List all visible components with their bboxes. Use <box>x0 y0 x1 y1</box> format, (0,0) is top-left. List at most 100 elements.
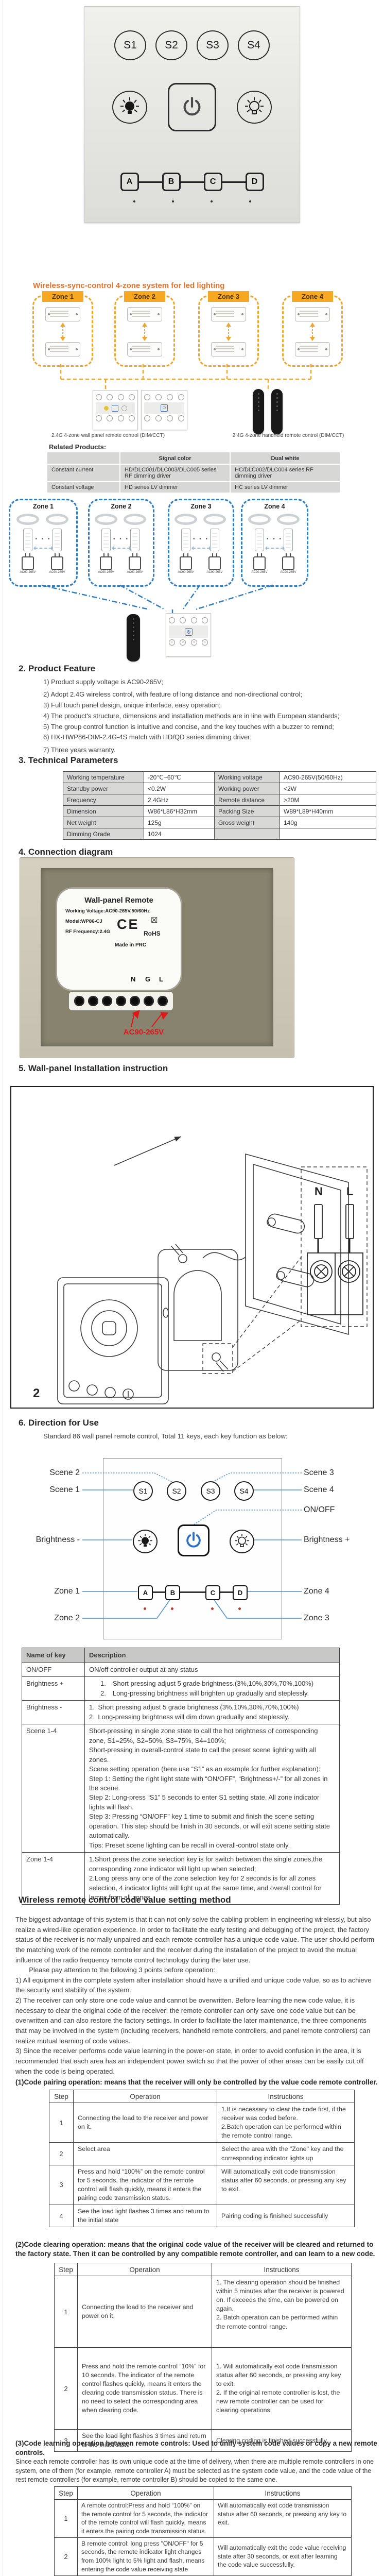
power-key-icon <box>184 628 193 636</box>
ce-mark: CE <box>117 917 139 932</box>
scene-button-s1-label: S1 <box>124 39 137 51</box>
driver-icon <box>210 529 219 551</box>
plug-icon <box>208 553 221 570</box>
diagram2-zone1: Zone 1 AC90-265V AC90-265V • • • <box>9 499 78 587</box>
downlight-icon <box>277 514 300 525</box>
downlight-icon <box>46 514 68 525</box>
op2-heading: (2)Code clearing operation: means that t… <box>15 2241 375 2258</box>
sync-arrow-icon <box>310 323 315 341</box>
rp-cell: HC series LV dimmer <box>231 482 340 493</box>
detail-terminal-n: N <box>315 1185 323 1198</box>
downlight-icon <box>248 514 271 525</box>
receiver-icon <box>45 342 80 357</box>
rp-cell: Constant current <box>47 465 119 481</box>
feature-item: 6) HX-HWP86-DIM-2.4G-4S match with HD/QD… <box>43 733 252 741</box>
diagram1-zone2: Zone 2 <box>114 291 175 367</box>
zone-button-a: A <box>120 173 139 191</box>
terminal-l-label: L <box>159 975 163 983</box>
keymap-s4: S4 <box>234 1481 254 1501</box>
keymap-zone-b: B <box>165 1585 180 1600</box>
sync-arrow-icon <box>60 323 65 341</box>
diagram2-connector-lines <box>41 584 273 615</box>
scene-button-s3: S3 <box>197 30 229 60</box>
power-key-icon: ⏻ <box>161 404 168 412</box>
keymap-zone-c: C <box>205 1585 220 1600</box>
driver-icon <box>53 529 62 551</box>
remote-back-module: Wall-panel Remote Working Voltage:AC90-2… <box>57 889 181 990</box>
figure-number: 2 <box>33 1386 40 1400</box>
diagram2-zone2: Zone 2 AC90-265V AC90-265V • • • <box>88 499 154 587</box>
zone-a-label: A <box>126 177 133 186</box>
sync-arrow-icon <box>142 323 147 341</box>
code-method-paragraph: The biggest advantage of this system is … <box>15 1916 375 2075</box>
plug-icon <box>22 553 34 570</box>
feature-item: 2) Adopt 2.4G wireless control, with fea… <box>43 690 302 698</box>
keymap-power-button <box>178 1524 210 1556</box>
downlight-icon <box>95 514 117 525</box>
direction-title: 6. Direction for Use <box>19 1418 99 1428</box>
wall-panel-caption: 2.4G 4-zone wall panel remote control (D… <box>51 433 165 438</box>
handheld-remote-image <box>127 614 140 662</box>
scene-button-s4-label: S4 <box>247 39 260 51</box>
brightness-down-icon <box>112 91 147 124</box>
label-scene4: Scene 4 <box>304 1485 334 1494</box>
tech-title: 3. Technical Parameters <box>19 755 118 765</box>
zone-button-b: B <box>162 173 181 191</box>
keymap-s1: S1 <box>133 1481 153 1501</box>
plug-icon <box>180 553 192 570</box>
detail-terminal-l: L <box>346 1185 353 1198</box>
zone-c-label: C <box>210 177 216 186</box>
scene-button-row: S1 S2 S3 S4 <box>84 30 300 60</box>
brightness-up-icon <box>237 91 272 124</box>
downlight-icon <box>16 514 39 525</box>
keymap-brightness-down-icon <box>133 1530 158 1553</box>
rp-cell: HD/DLC001/DLC003/DLC005 series RF dimmin… <box>120 465 230 481</box>
zone-indicator-dot <box>171 1607 173 1610</box>
op3-heading: (3)Code learning operation between remot… <box>15 2439 377 2457</box>
installation-diagram: N L 2 <box>10 1086 374 1409</box>
label-brightness-minus: Brightness - <box>36 1535 80 1544</box>
terminal-n-label: N <box>131 975 136 983</box>
keymap-zone-line <box>145 1591 239 1593</box>
zone-indicator-dot <box>144 1607 146 1610</box>
label-scene3: Scene 3 <box>304 1468 334 1477</box>
scene-button-s1: S1 <box>114 30 146 60</box>
diagram1-title: Wireless-sync-control 4-zone system for … <box>33 281 225 290</box>
zone-button-d: D <box>245 173 264 191</box>
yellow-indicator-icon <box>103 405 109 411</box>
connection-title: 4. Connection diagram <box>19 847 113 857</box>
feature-title: 2. Product Feature <box>19 664 96 673</box>
downlight-icon <box>124 514 146 525</box>
driver-icon <box>284 529 293 551</box>
related-products-title: Related Products: <box>49 443 107 451</box>
scene-button-s3-label: S3 <box>206 39 219 51</box>
keymap-brightness-up-icon <box>230 1530 254 1553</box>
zone-line <box>222 181 246 183</box>
downlight-icon <box>174 514 197 525</box>
device-title: Wall-panel Remote <box>84 896 153 905</box>
wall-panel-image-1 <box>93 390 138 430</box>
scene-button-s2-label: S2 <box>165 39 178 51</box>
zone4-label: Zone 4 <box>292 291 333 302</box>
handheld-remote-caption: 2.4G 4-zone handheld remote control (DIM… <box>232 433 344 438</box>
rp-header-empty <box>47 452 119 464</box>
label-scene1: Scene 1 <box>49 1485 80 1494</box>
rohs-mark: RoHS <box>144 930 161 937</box>
sync-arrow-icon <box>226 323 231 341</box>
receiver-icon <box>127 307 162 321</box>
terminal-g-label: G <box>145 975 151 983</box>
zone-line <box>180 181 204 183</box>
diagram2-zone3: Zone 3 AC90-265V AC90-265V • • • <box>168 499 234 587</box>
receiver-icon <box>211 307 246 321</box>
device-frequency: RF Frequency:2.4G <box>65 929 111 935</box>
label-zone1: Zone 1 <box>54 1587 80 1596</box>
rp-header-signal: Signal color <box>120 452 230 464</box>
rf-link-arrow-icon <box>191 546 211 550</box>
receiver-icon <box>45 307 80 321</box>
